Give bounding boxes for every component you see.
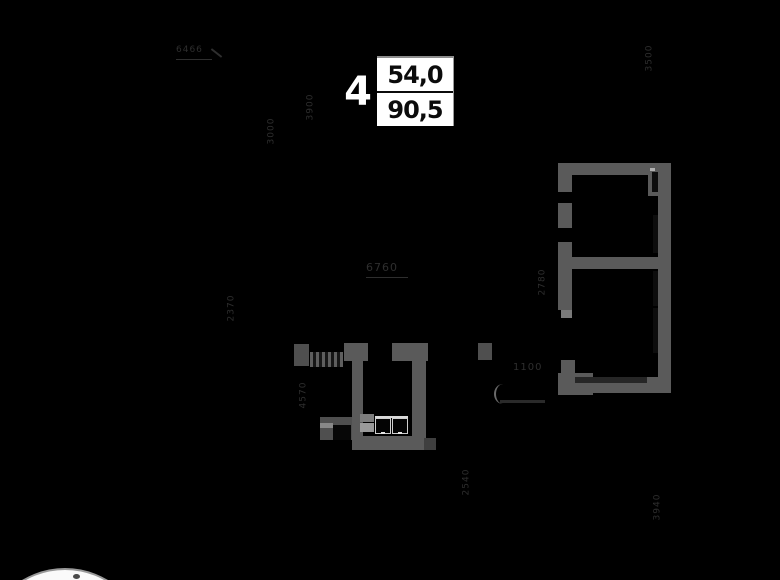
- door-swing-arc: [494, 384, 512, 404]
- dim-label-v-mid-right: 2780: [537, 268, 548, 296]
- dim-label-v-left-a: 3000: [266, 117, 277, 145]
- core-corner-block: [424, 438, 436, 450]
- core-left-wall: [352, 352, 363, 448]
- room-divider-wall: [572, 257, 660, 269]
- stair-side-wall: [294, 344, 309, 366]
- total-area-value: 90,5: [387, 95, 443, 124]
- dim-label-v-left-mid: 2370: [226, 294, 237, 322]
- dim-label-v-bottom-right: 3940: [652, 493, 663, 521]
- elevator-bank: [375, 416, 408, 434]
- dim-line-top: [176, 59, 212, 60]
- dim-label-v-bottom-center: 2540: [461, 468, 472, 496]
- lobby-patch-upper: [360, 414, 374, 422]
- apartment-top-wall: [558, 163, 671, 175]
- core-right-wall: [412, 352, 426, 450]
- entry-door-mark: [650, 168, 655, 171]
- living-area-value: 54,0: [387, 60, 443, 89]
- dim-tick-top: [210, 48, 223, 58]
- core-bottom-wall: [352, 436, 426, 450]
- shaft-light-band: [320, 423, 333, 428]
- shaft-opening: [333, 425, 351, 440]
- lobby-patch-lower: [360, 423, 374, 432]
- window-slot-lower-room-a: [653, 271, 658, 306]
- rooms-count-label: 4: [344, 69, 372, 115]
- stair-flight: [310, 352, 343, 367]
- dim-label-top: 6466: [176, 45, 203, 55]
- compass-dot: [73, 574, 80, 579]
- dim-label-mid-width: 6760: [366, 261, 398, 274]
- dim-label-v-core-left: 4570: [298, 381, 309, 409]
- window-slot-lower-room-b: [653, 308, 658, 353]
- entry-door-slot: [652, 172, 658, 192]
- corridor-faint-wall: [500, 400, 545, 403]
- elevator-door-right: [392, 418, 408, 434]
- apartment-left-wall-seg3: [558, 242, 572, 310]
- apartment-left-wall-seg1: [558, 163, 572, 192]
- corridor-wall-stub: [478, 343, 492, 360]
- window-slot-upper-room: [653, 215, 658, 253]
- dim-label-v-right-top: 3500: [644, 44, 655, 72]
- dim-label-v-left-b: 3900: [305, 93, 316, 121]
- area-card: 54,0 90,5: [377, 56, 454, 126]
- area-card-divider: [377, 91, 453, 93]
- dim-label-corridor: 1100: [513, 362, 543, 373]
- apartment-left-wall-seg2: [558, 203, 572, 228]
- dim-line-mid: [366, 277, 408, 278]
- apartment-left-wall-seg4: [561, 360, 575, 373]
- bottom-wall-inner-shadow: [575, 377, 647, 383]
- elevator-door-left: [375, 418, 391, 434]
- apartment-right-wall: [658, 163, 671, 393]
- apartment-left-wall-patch: [561, 310, 572, 318]
